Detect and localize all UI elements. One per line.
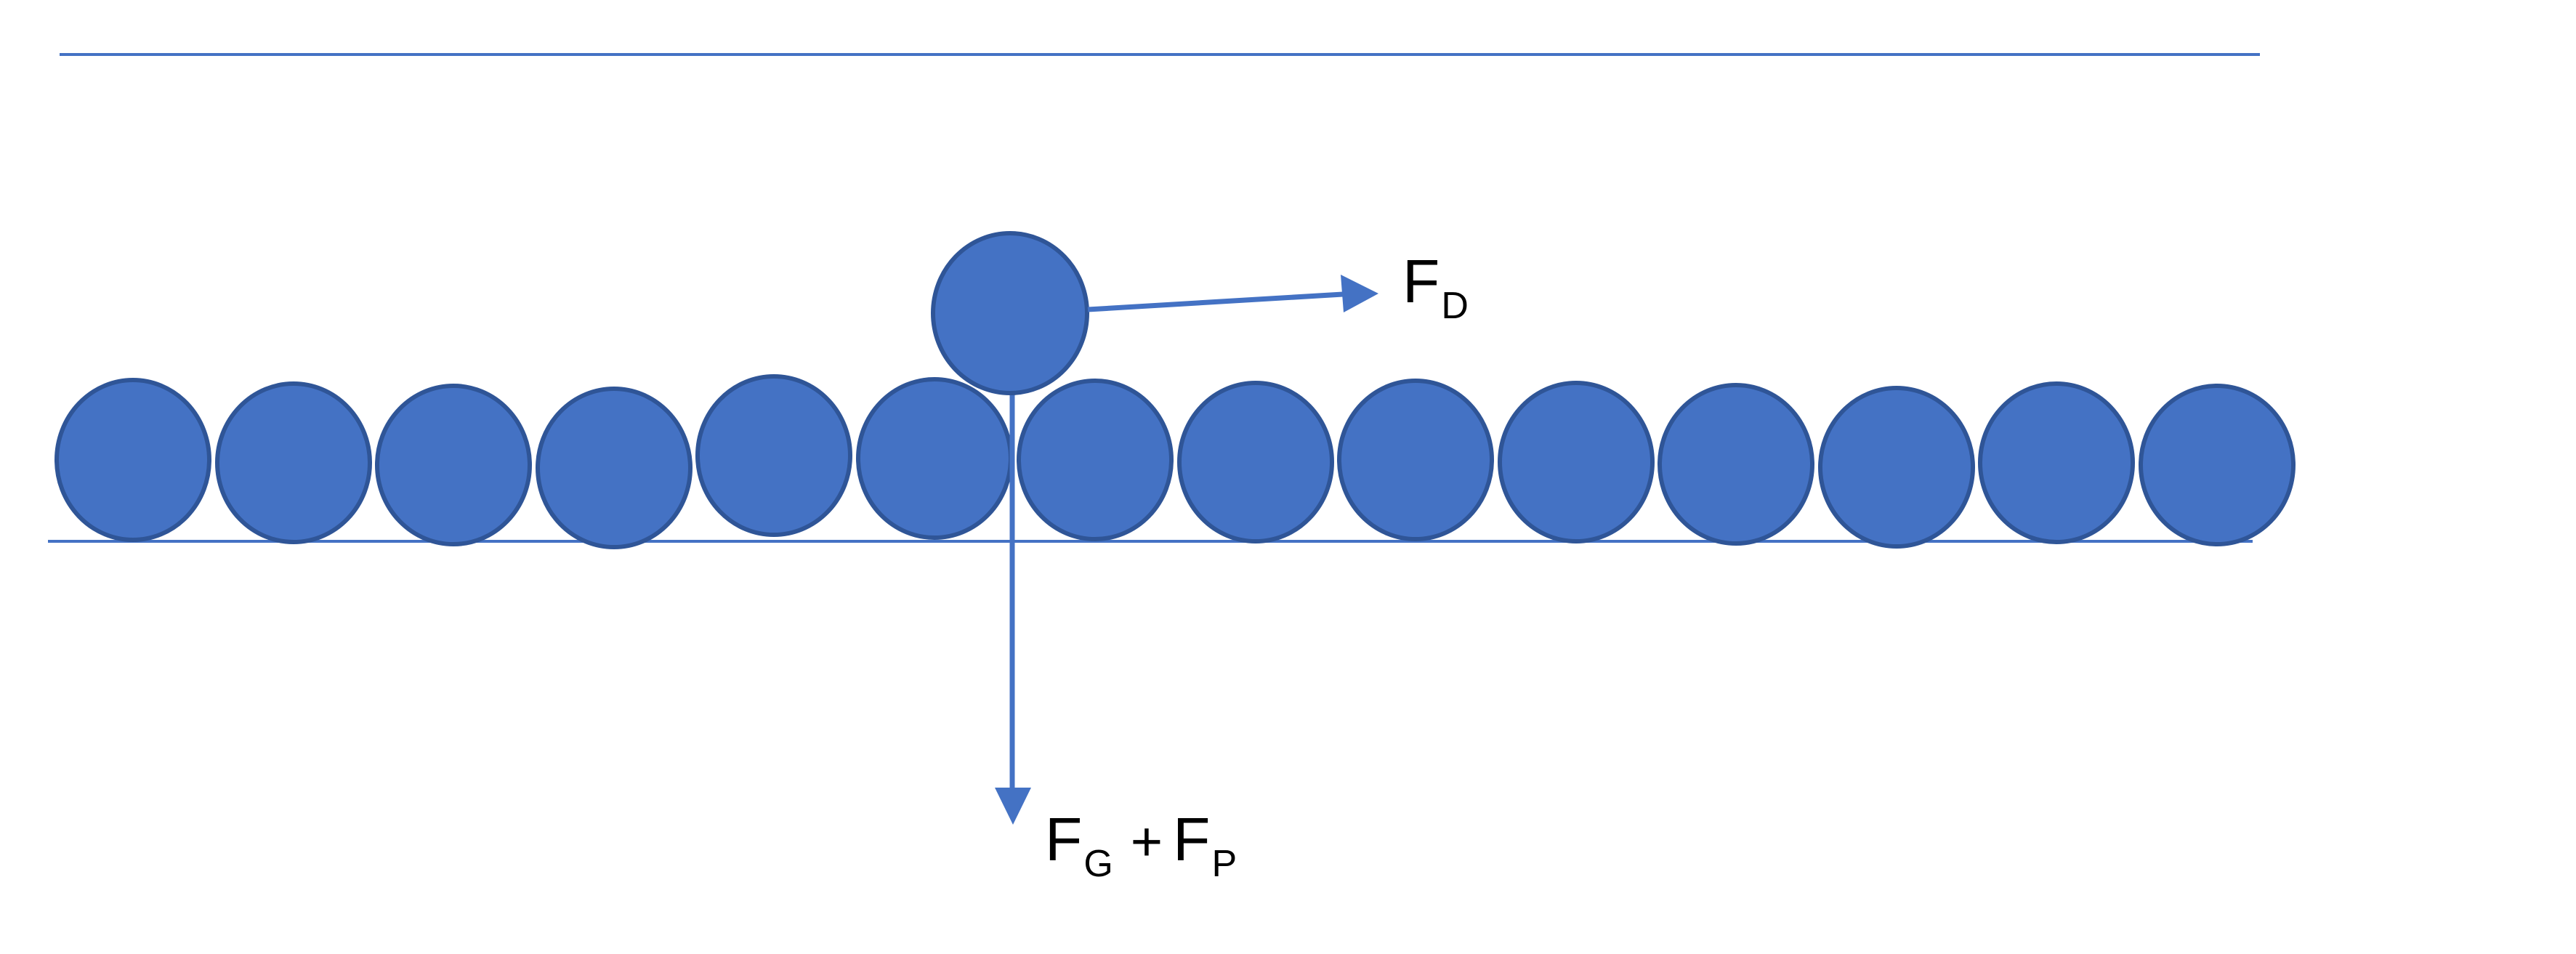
bed-particle <box>2139 384 2296 546</box>
bed-particle <box>54 378 211 542</box>
bed-particle <box>375 384 532 546</box>
bed-particle <box>1818 386 1975 549</box>
gravity-pressure-arrowhead <box>995 788 1031 825</box>
drag-force-subscript: D <box>1441 285 1469 327</box>
gravity-pressure-label: FG+FP <box>1045 809 1237 883</box>
drag-force-label: FD <box>1402 251 1469 325</box>
bed-particle <box>215 381 372 544</box>
bed-particle <box>856 377 1013 540</box>
bed-particle <box>1017 379 1174 541</box>
drag-force-arrow-shaft <box>1087 291 1344 312</box>
drag-force-arrowhead <box>1341 275 1378 312</box>
bed-particle <box>1658 383 1814 546</box>
bed-particles <box>54 374 2296 549</box>
bed-particle <box>695 374 852 537</box>
bed-particle <box>1498 381 1655 543</box>
bed-particle <box>1978 381 2135 544</box>
bed-particle <box>536 387 693 549</box>
drag-force-arrow <box>1087 275 1378 312</box>
plus-operator: + <box>1130 811 1163 873</box>
mobile-particle <box>931 231 1089 395</box>
gravity-force-symbol: F <box>1045 805 1083 873</box>
pressure-force-symbol: F <box>1173 805 1211 873</box>
bed-particle <box>1337 379 1494 541</box>
bed-particle <box>1177 381 1334 543</box>
gravity-force-subscript: G <box>1083 843 1113 885</box>
gravity-pressure-arrow <box>995 378 1031 825</box>
drag-force-symbol: F <box>1402 247 1440 315</box>
pressure-force-subscript: P <box>1211 843 1237 885</box>
